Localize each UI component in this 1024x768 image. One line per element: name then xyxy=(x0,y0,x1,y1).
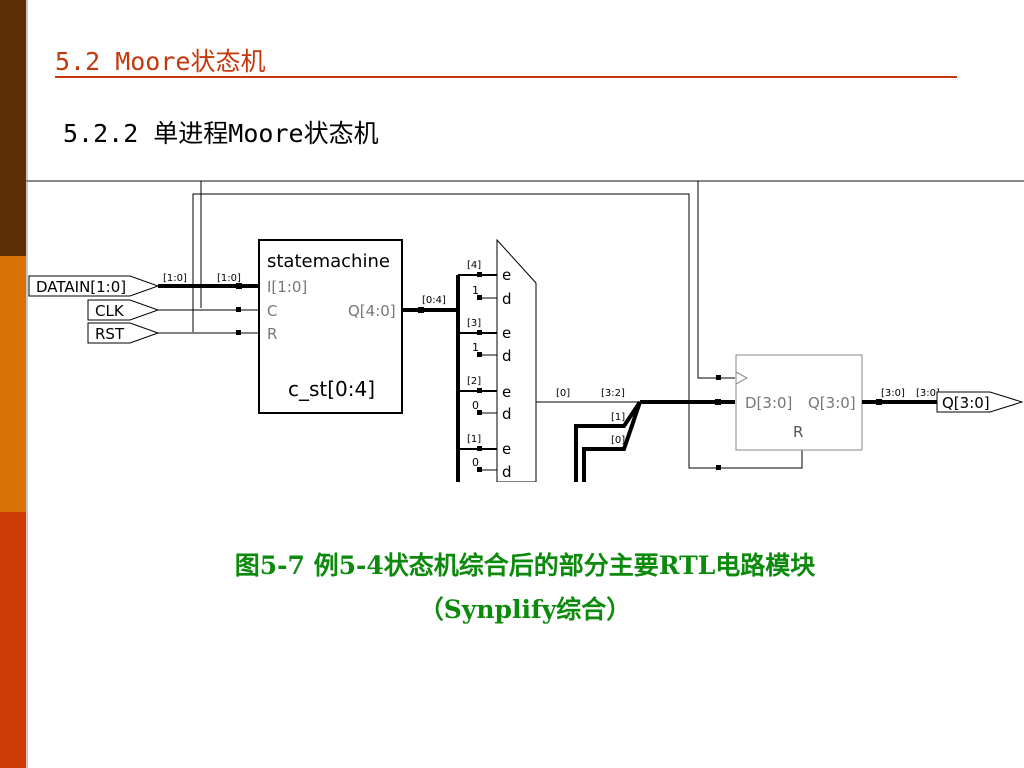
port-label: C xyxy=(267,302,277,320)
svg-text:d: d xyxy=(502,405,512,423)
svg-text:[4]: [4] xyxy=(467,260,481,271)
input-label-datain: DATAIN[1:0] xyxy=(36,278,126,296)
svg-text:0: 0 xyxy=(472,456,479,469)
mux-row: [1] e 0 d xyxy=(458,434,512,481)
svg-text:d: d xyxy=(502,290,512,308)
side-band-orange xyxy=(0,256,26,512)
bus-tag: [0] xyxy=(611,435,625,446)
bus-tag: [0] xyxy=(556,388,570,399)
wire-clk-reg xyxy=(697,181,735,379)
figure-caption: 图5-7 例5-4状态机综合后的部分主要RTL电路模块 xyxy=(234,551,816,580)
pin-dot xyxy=(236,330,241,335)
side-divider xyxy=(26,0,28,768)
port-label: R xyxy=(267,325,277,343)
input-port-clk: CLK xyxy=(87,299,160,321)
svg-text:e: e xyxy=(502,324,511,342)
svg-text:d: d xyxy=(502,463,512,481)
port-label: Q[3:0] xyxy=(808,394,856,412)
figure-caption-note: （Synplify综合） xyxy=(418,595,632,624)
wire-rst-loop xyxy=(192,193,803,469)
svg-text:[2]: [2] xyxy=(467,376,481,387)
pin-dot xyxy=(236,307,241,312)
slide-subtitle: 5.2.2 单进程Moore状态机 xyxy=(63,119,379,148)
svg-text:0: 0 xyxy=(472,399,479,412)
pin-dot xyxy=(418,307,424,313)
bus-tag: [3:0] xyxy=(881,388,905,399)
mux-row: [2] e 0 d xyxy=(458,376,512,423)
input-label-rst: RST xyxy=(95,325,125,343)
register-block: D[3:0] Q[3:0] R xyxy=(716,354,863,470)
svg-text:[1]: [1] xyxy=(467,434,481,445)
output-port-q: Q[3:0] xyxy=(936,391,1024,413)
pin-dot xyxy=(876,399,882,405)
pin-dot xyxy=(716,375,721,380)
clock-triangle-icon xyxy=(735,371,749,385)
bus-tag: [0:4] xyxy=(422,295,446,306)
input-port-rst: RST xyxy=(87,322,160,344)
port-label: D[3:0] xyxy=(745,394,792,412)
mux-row: [3] e 1 d xyxy=(458,318,512,365)
bus-tag: [3:2] xyxy=(601,388,625,399)
svg-text:d: d xyxy=(502,347,512,365)
wire-branch-0 xyxy=(582,401,642,482)
input-port-datain: DATAIN[1:0] xyxy=(28,275,160,297)
port-label: I[1:0] xyxy=(267,278,307,296)
pin-dot xyxy=(715,399,721,405)
statemachine-block: statemachine I[1:0] C R Q[4:0] c_st[0:4] xyxy=(258,239,403,414)
svg-text:e: e xyxy=(502,266,511,284)
slide-title: 5.2 Moore状态机 xyxy=(55,47,266,76)
bus-tag: [1:0] xyxy=(163,273,187,284)
mux-row: [4] e 1 d xyxy=(458,260,512,308)
input-label-clk: CLK xyxy=(95,302,125,320)
output-label-q: Q[3:0] xyxy=(942,394,990,412)
wire-branch-1 xyxy=(574,400,642,482)
pin-dot xyxy=(236,283,242,289)
title-underline xyxy=(55,76,957,78)
bus-tag: [3:0] xyxy=(916,388,940,399)
port-label: R xyxy=(793,423,803,441)
port-label: Q[4:0] xyxy=(348,302,396,320)
statemachine-name: statemachine xyxy=(267,251,390,272)
pin-dot xyxy=(716,465,721,470)
rtl-diagram: DATAIN[1:0] CLK RST [1:0] [1:0] statemac… xyxy=(26,180,1024,482)
svg-text:1: 1 xyxy=(472,341,479,354)
statemachine-instance: c_st[0:4] xyxy=(288,377,375,401)
bus-tag: [1] xyxy=(611,412,625,423)
svg-text:e: e xyxy=(502,383,511,401)
side-band-red xyxy=(0,512,26,768)
bus-tag: [1:0] xyxy=(217,273,241,284)
svg-text:e: e xyxy=(502,440,511,458)
svg-text:[3]: [3] xyxy=(467,318,481,329)
mux-block xyxy=(496,238,537,482)
side-band-dark xyxy=(0,0,26,256)
svg-text:1: 1 xyxy=(472,284,479,297)
